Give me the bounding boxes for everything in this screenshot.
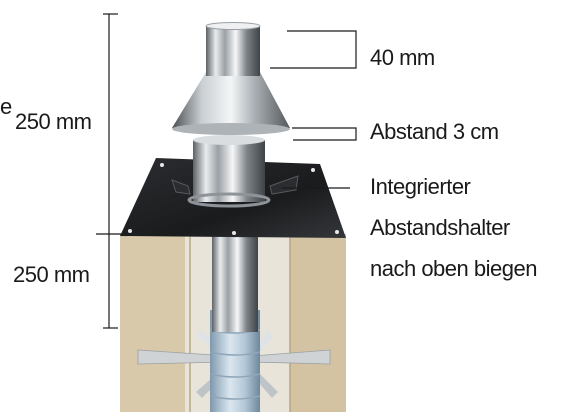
rain-cap-cone	[172, 72, 290, 135]
bottom-height-label: 250 mm	[13, 262, 90, 287]
top-pipe	[205, 22, 261, 76]
spacer-tab-right	[269, 175, 299, 195]
spacer-label-line3: nach oben biegen	[370, 256, 537, 281]
spacer-label-line1: Integrierter	[370, 174, 471, 199]
callout-leaders	[270, 30, 357, 189]
spacer-tab-left	[171, 179, 191, 195]
plate-screws	[128, 163, 339, 235]
gap-label: Abstand 3 cm	[370, 119, 499, 144]
collar-height-label: 40 mm	[370, 45, 435, 70]
spacer-label-line2: Abstandshalter	[370, 215, 510, 240]
adapter-collar	[187, 135, 271, 208]
lower-steel-pipe	[212, 228, 258, 332]
cut-off-label: e	[0, 94, 12, 119]
top-height-label: 250 mm	[15, 109, 92, 134]
dimension-lines	[96, 13, 122, 329]
